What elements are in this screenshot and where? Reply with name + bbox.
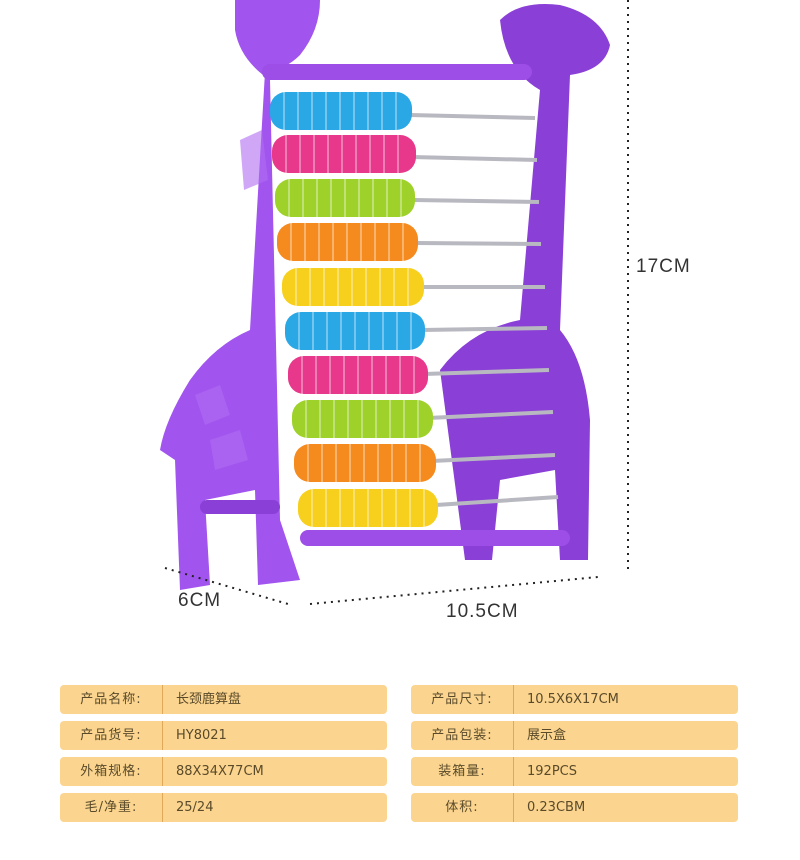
bead-row-6 bbox=[285, 312, 425, 350]
width-dimension-line bbox=[309, 576, 599, 605]
spec-row-packaging: 产品包装: 展示盒 bbox=[411, 721, 738, 750]
depth-dimension-line bbox=[164, 567, 289, 605]
giraffe-frame-back bbox=[440, 4, 610, 560]
frame-base-bar bbox=[200, 500, 280, 514]
spec-row-quantity-per-carton: 装箱量: 192PCS bbox=[411, 757, 738, 786]
width-label: 10.5CM bbox=[446, 601, 519, 622]
bead-separators bbox=[283, 92, 425, 527]
bead-row-4 bbox=[277, 223, 418, 261]
spec-label: 毛/净重: bbox=[60, 793, 163, 822]
spec-row-volume: 体积: 0.23CBM bbox=[411, 793, 738, 822]
bead-row-5 bbox=[282, 268, 424, 306]
spec-value: 长颈鹿算盘 bbox=[176, 692, 242, 707]
bead-row-1 bbox=[270, 92, 412, 130]
bead-row-8 bbox=[292, 400, 433, 438]
height-label: 17CM bbox=[636, 256, 691, 277]
spec-row-carton-size: 外箱规格: 88X34X77CM bbox=[60, 757, 387, 786]
spec-value: 10.5X6X17CM bbox=[527, 692, 619, 707]
spec-row-product-name: 产品名称: 长颈鹿算盘 bbox=[60, 685, 387, 714]
spec-label: 体积: bbox=[411, 793, 514, 822]
spec-row-product-size: 产品尺寸: 10.5X6X17CM bbox=[411, 685, 738, 714]
spec-value: 192PCS bbox=[527, 764, 577, 779]
abacus-rods bbox=[409, 113, 559, 507]
bead-row-2 bbox=[272, 135, 416, 173]
frame-top-bar bbox=[262, 64, 532, 80]
spec-label: 外箱规格: bbox=[60, 757, 163, 786]
spec-value: HY8021 bbox=[176, 728, 227, 743]
spec-value: 展示盒 bbox=[527, 728, 567, 743]
product-photo-abacus bbox=[160, 0, 629, 605]
spec-row-item-number: 产品货号: HY8021 bbox=[60, 721, 387, 750]
spec-label: 装箱量: bbox=[411, 757, 514, 786]
spec-value: 25/24 bbox=[176, 800, 214, 815]
bead-row-10 bbox=[298, 489, 438, 527]
spec-value: 0.23CBM bbox=[527, 800, 586, 815]
spec-label: 产品货号: bbox=[60, 721, 163, 750]
bead-row-9 bbox=[294, 444, 436, 482]
frame-bottom-bar bbox=[300, 530, 570, 546]
spec-row-weight: 毛/净重: 25/24 bbox=[60, 793, 387, 822]
spec-label: 产品尺寸: bbox=[411, 685, 514, 714]
spec-value: 88X34X77CM bbox=[176, 764, 264, 779]
giraffe-frame-front bbox=[160, 0, 320, 590]
spec-label: 产品名称: bbox=[60, 685, 163, 714]
spec-label: 产品包装: bbox=[411, 721, 514, 750]
bead-row-3 bbox=[275, 179, 415, 217]
bead-row-7 bbox=[288, 356, 428, 394]
depth-label: 6CM bbox=[178, 590, 222, 611]
